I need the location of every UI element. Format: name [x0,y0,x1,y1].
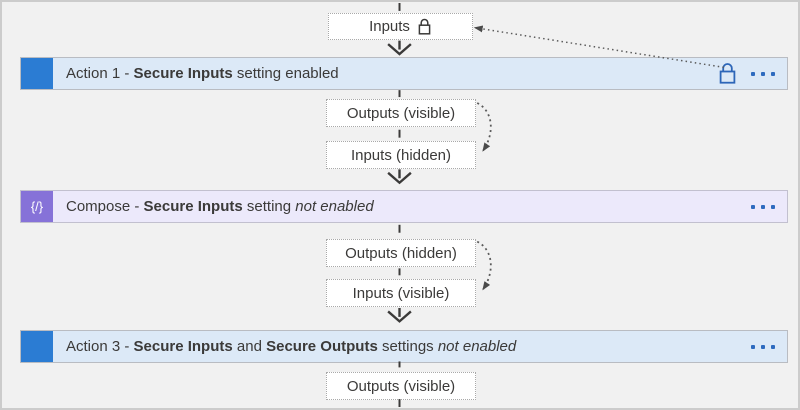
compose-label-mid: setting [242,198,296,215]
action1-label: Action 1 - Secure Inputs setting enabled [66,65,339,82]
inputs-hidden-box: Inputs (hidden) [326,141,476,169]
lock-icon [717,62,738,86]
action1-label-prefix: Action 1 - [66,65,134,82]
action1-label-suffix: setting enabled [232,65,339,82]
ellipsis-icon[interactable] [751,71,775,76]
compose-icon: {/} [21,191,53,222]
action3-label-bold1: Secure Inputs [133,338,233,355]
action3-label-mid2: settings [377,338,438,355]
outputs-hidden-label: Outputs (hidden) [345,244,457,262]
compose-label: Compose - Secure Inputs setting not enab… [66,198,374,215]
outputs-to-inputs-curve-arrow-2 [476,240,492,291]
outputs-visible-label-1: Outputs (visible) [346,104,456,122]
action-tile-icon [21,331,53,362]
action3-label-italic: not enabled [437,338,517,355]
inputs-top-box: Inputs [328,13,473,40]
compose-label-bold: Secure Inputs [143,198,243,215]
action1-label-bold: Secure Inputs [133,65,233,82]
outputs-hidden-box: Outputs (hidden) [326,239,476,267]
outputs-visible-label-2: Outputs (visible) [346,377,456,395]
compose-card[interactable]: {/} Compose - Secure Inputs setting not … [20,190,788,223]
compose-label-prefix: Compose - [66,198,144,215]
inputs-hidden-label: Inputs (hidden) [350,146,452,164]
inputs-top-label: Inputs [369,18,410,35]
ellipsis-icon[interactable] [751,344,775,349]
action-tile-icon [21,58,53,89]
compose-label-italic: not enabled [295,198,374,215]
inputs-visible-box: Inputs (visible) [326,279,476,307]
outputs-visible-box-2: Outputs (visible) [326,372,476,400]
outputs-visible-box-1: Outputs (visible) [326,99,476,127]
lock-icon [417,18,432,36]
action1-card[interactable]: Action 1 - Secure Inputs setting enabled [20,57,788,90]
ellipsis-icon[interactable] [751,204,775,209]
outputs-to-inputs-curve-arrow-1 [476,102,492,152]
action3-label-mid1: and [232,338,267,355]
action3-card[interactable]: Action 3 - Secure Inputs and Secure Outp… [20,330,788,363]
inputs-visible-label: Inputs (visible) [352,284,450,302]
action3-label-prefix: Action 3 - [66,338,134,355]
action3-label: Action 3 - Secure Inputs and Secure Outp… [66,338,516,355]
action3-label-bold2: Secure Outputs [266,338,378,355]
